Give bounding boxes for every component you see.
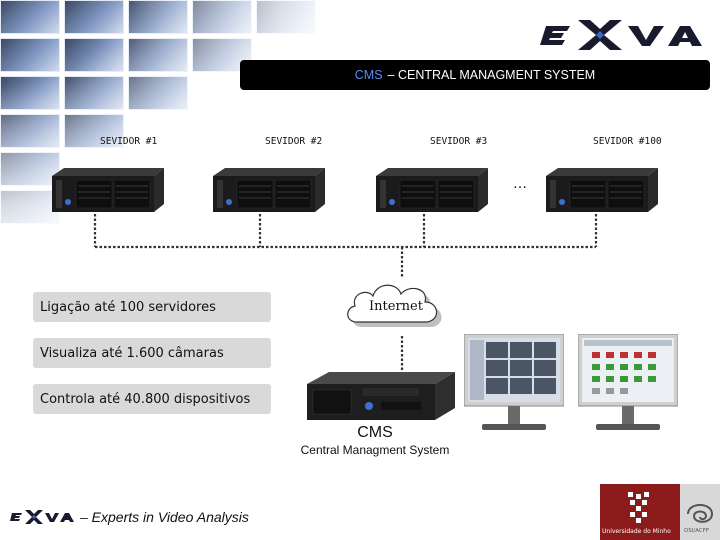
cms-server-icon xyxy=(303,368,455,424)
cms-title: CMS xyxy=(357,424,393,441)
department-panel xyxy=(680,484,720,540)
server-label-3: SEVIDOR #3 xyxy=(430,136,488,147)
server-label-100: SEVIDOR #100 xyxy=(593,136,662,147)
department-emblem-icon xyxy=(687,504,714,523)
exva-footer-logo xyxy=(10,508,76,526)
server-1-icon xyxy=(46,166,164,214)
server-3-icon xyxy=(370,166,488,214)
internet-label: Internet xyxy=(369,299,423,314)
feature-servers: Ligação até 100 servidores xyxy=(33,292,271,322)
feature-devices: Controla até 40.800 dispositivos xyxy=(33,384,271,414)
feature-cameras: Visualiza até 1.600 câmaras xyxy=(33,338,271,368)
cms-subtitle: Central Managment System xyxy=(300,443,450,457)
footer-tagline: – Experts in Video Analysis xyxy=(80,509,249,525)
page-title: – CENTRAL MANAGMENT SYSTEM xyxy=(387,68,596,82)
server-2-icon xyxy=(207,166,325,214)
internet-cloud-icon xyxy=(343,276,459,338)
monitor-video-icon xyxy=(463,333,565,434)
title-bar: CMS – CENTRAL MANAGMENT SYSTEM xyxy=(240,60,710,90)
university-red-panel xyxy=(600,484,680,540)
server-100-icon xyxy=(540,166,658,214)
footer: – Experts in Video Analysis xyxy=(10,508,249,526)
university-emblem-icon xyxy=(628,492,649,523)
title-accent: CMS xyxy=(354,68,383,82)
exva-logo xyxy=(540,16,712,54)
server-label-2: SEVIDOR #2 xyxy=(265,136,323,147)
more-servers-ellipsis: … xyxy=(513,176,528,192)
university-logo: Universidade do Minho DSI/ACFF xyxy=(600,484,720,540)
department-name: DSI/ACFF xyxy=(684,528,710,534)
university-name: Universidade do Minho xyxy=(602,528,671,535)
monitor-control-icon xyxy=(577,333,679,434)
server-label-1: SEVIDOR #1 xyxy=(100,136,158,147)
